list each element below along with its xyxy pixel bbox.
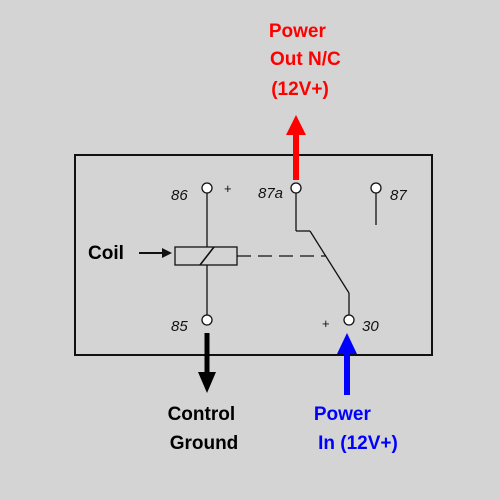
pin-87a-label: 87a — [258, 185, 283, 202]
pin-87-terminal — [370, 182, 382, 194]
control-ground-label: Control Ground — [168, 404, 241, 454]
control-ground-line-2: Ground — [170, 433, 239, 454]
power-in-arrow — [337, 333, 357, 395]
pin-85-terminal — [201, 314, 213, 326]
pin-85-label: 85 — [171, 318, 188, 335]
power-out-label: Power Out N/C (12V+) — [269, 21, 346, 100]
pin-86-polarity: + — [224, 181, 232, 196]
power-in-line-2: In (12V+) — [318, 433, 398, 454]
pin-86-terminal — [201, 182, 213, 194]
coil-diagonal — [199, 246, 215, 266]
pin-30-label: 30 — [362, 318, 379, 335]
power-in-label: Power In (12V+) — [314, 404, 398, 454]
power-in-line-1: Power — [314, 404, 372, 425]
control-ground-line-1: Control — [168, 404, 236, 425]
switch-armature — [309, 230, 350, 294]
pin-30-terminal — [343, 314, 355, 326]
pin-87-label: 87 — [390, 187, 407, 204]
pin-30-polarity: + — [322, 316, 330, 331]
power-out-line-2: Out N/C — [270, 49, 341, 70]
power-out-line-3: (12V+) — [271, 79, 329, 100]
power-out-line-1: Power — [269, 21, 327, 42]
power-out-arrow — [286, 115, 306, 180]
pin-87a-terminal — [290, 182, 302, 194]
relay-body — [74, 154, 433, 356]
coil-label: Coil — [88, 243, 124, 264]
control-ground-arrow — [198, 333, 216, 393]
pin-86-label: 86 — [171, 187, 188, 204]
